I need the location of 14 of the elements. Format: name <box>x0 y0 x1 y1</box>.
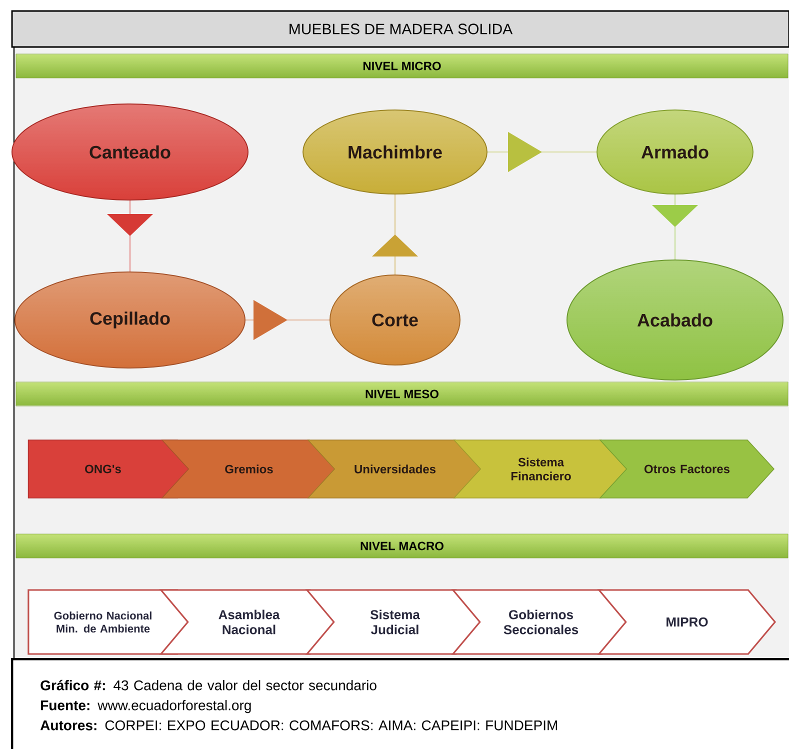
level-band: NIVEL MACRO <box>16 534 788 558</box>
chevron-step: Asamblea Nacional <box>159 589 338 655</box>
caption-box: Gráfico #: 43 Cadena de valor del sector secundario Fuente: www.ecuadorforestal.org Autores: CORPEI: EXPO ECUADOR: COMAFORS: AIMA: CAPEIPI: FUNDEPIM <box>11 658 789 749</box>
chevron-step: Sistema Financiero <box>453 440 629 498</box>
chevron-step: MIPRO <box>597 589 776 655</box>
level-band: NIVEL MESO <box>16 382 788 406</box>
chevron-step: Universidades <box>307 440 483 498</box>
chevron-step: Sistema Judicial <box>305 589 484 655</box>
chevron-step: Gremios <box>161 440 337 498</box>
level-band: NIVEL MICRO <box>16 54 788 78</box>
chevron-step: Gobiernos Seccionales <box>451 589 630 655</box>
chevron-step: Otros Factores <box>599 440 775 498</box>
title-bar: MUEBLES DE MADERA SOLIDA <box>11 10 789 48</box>
node-label: MIPRO <box>666 617 708 627</box>
